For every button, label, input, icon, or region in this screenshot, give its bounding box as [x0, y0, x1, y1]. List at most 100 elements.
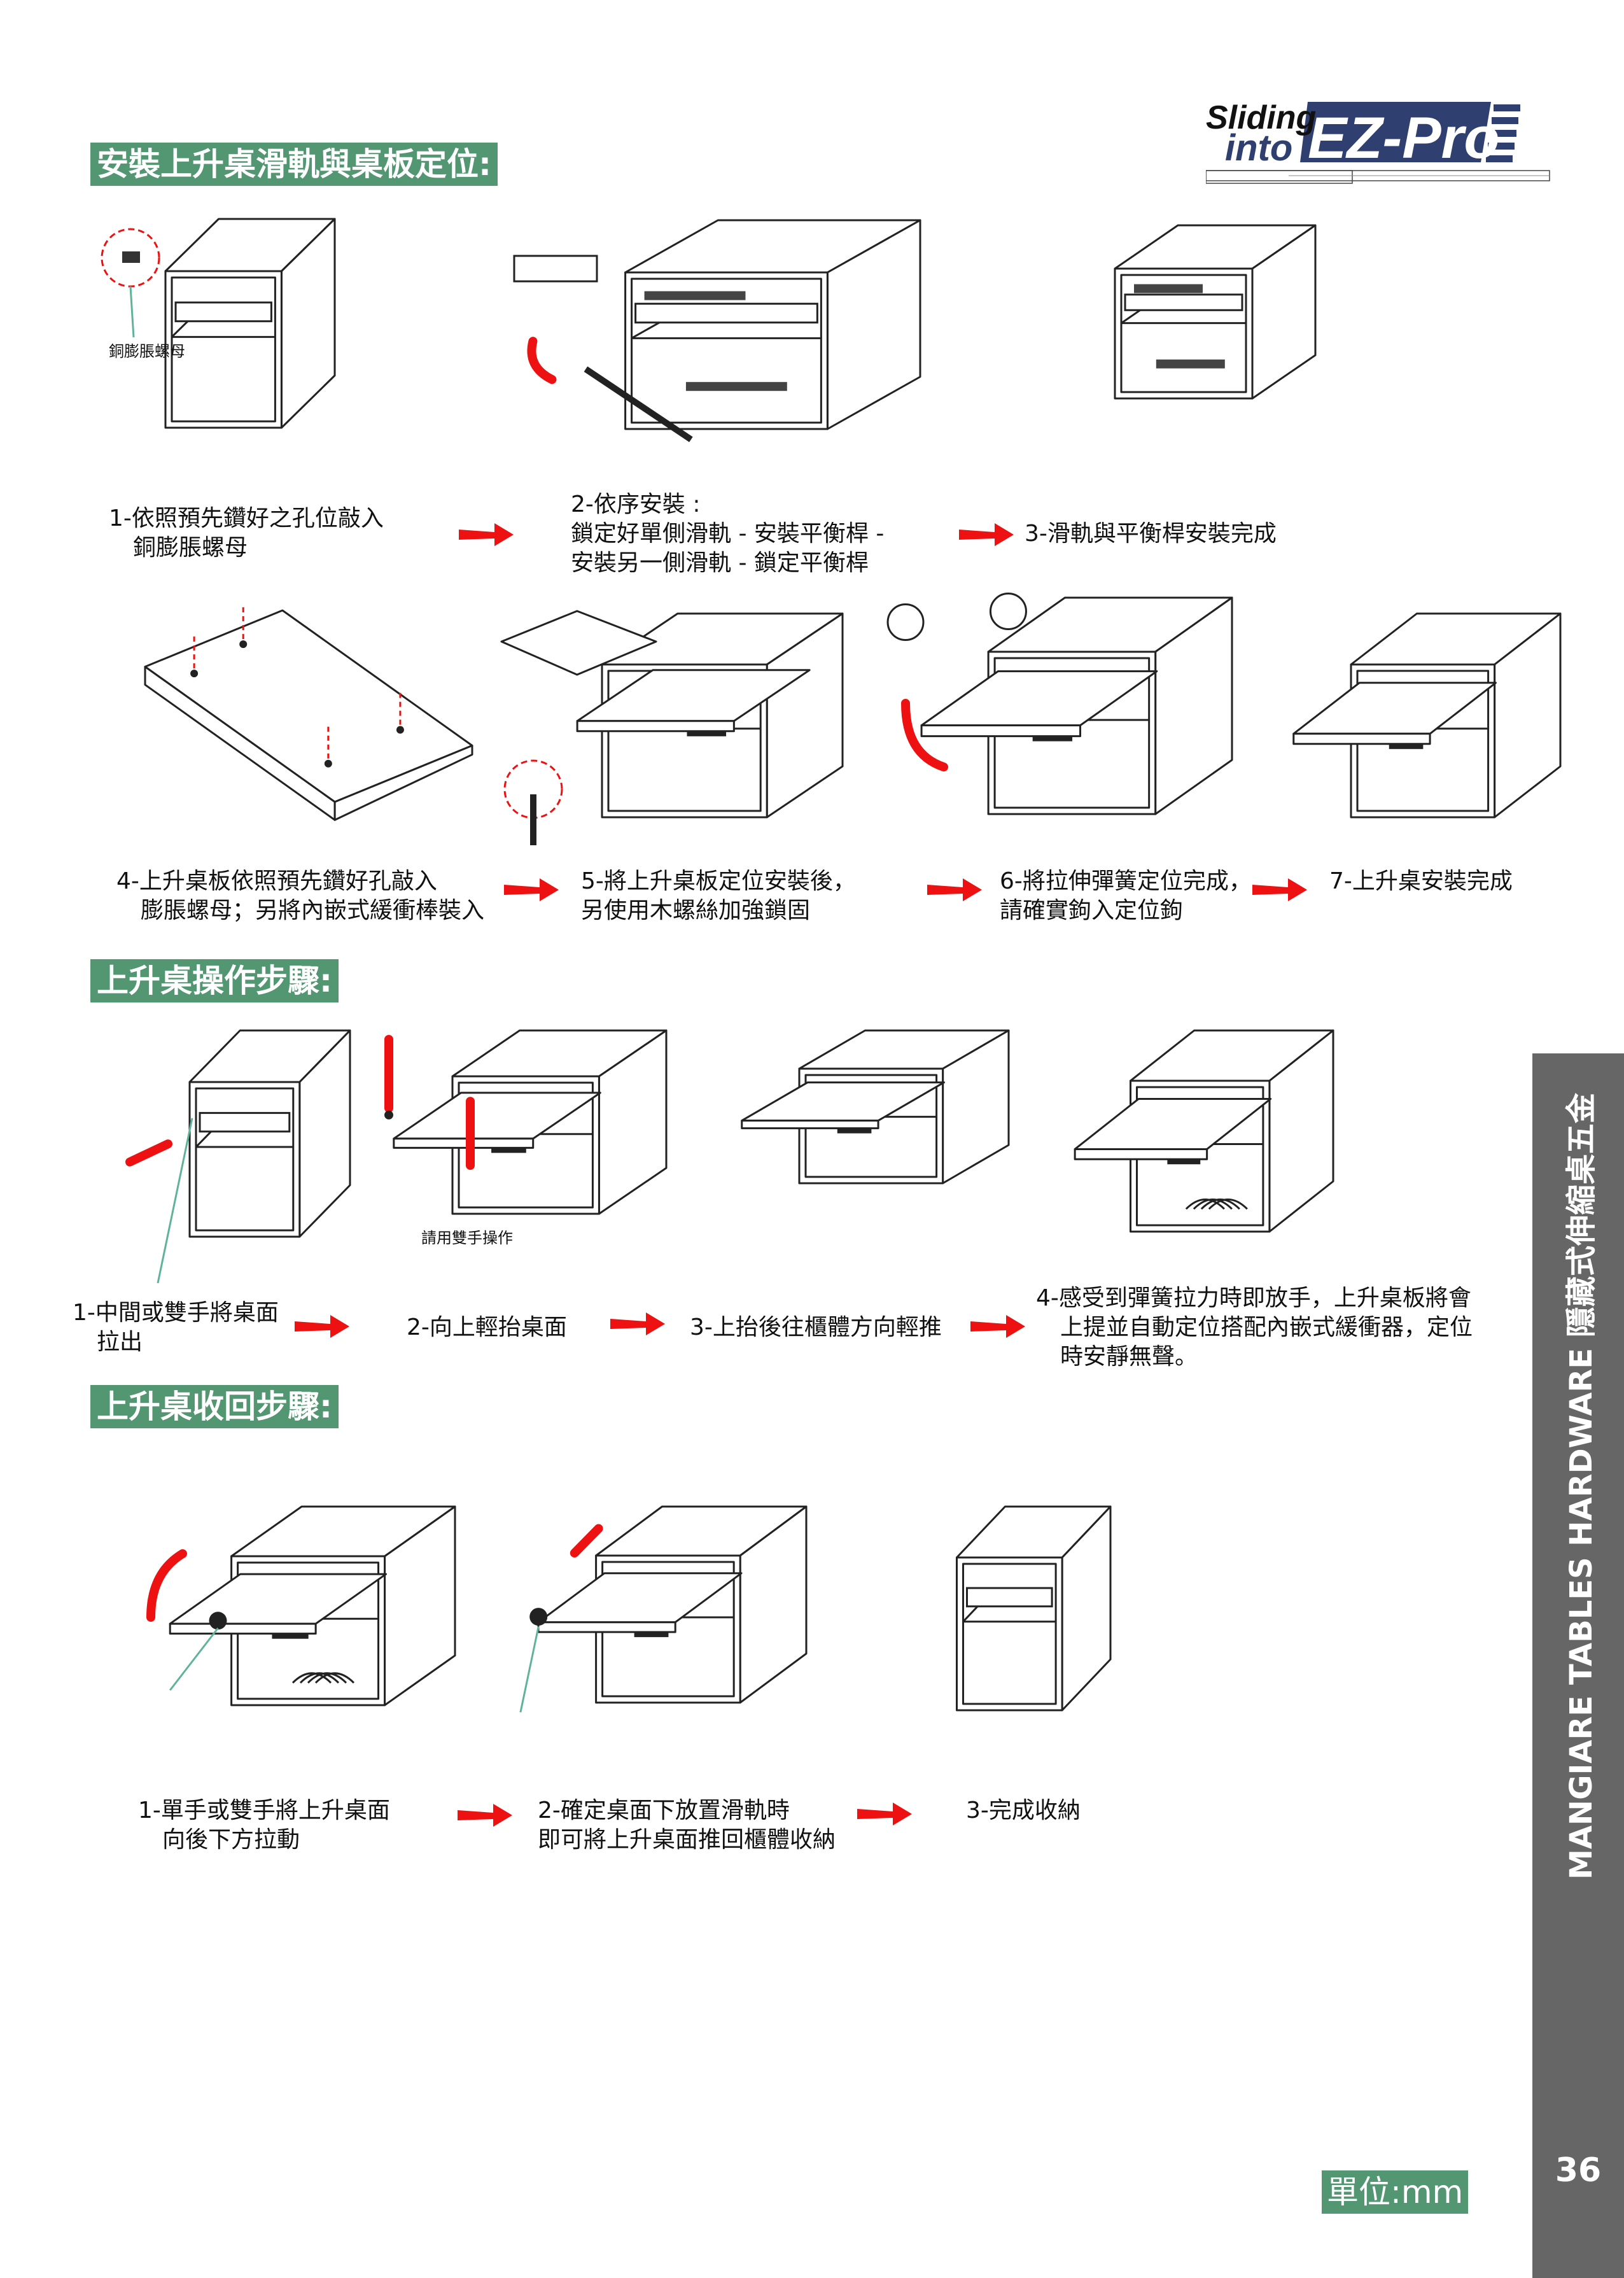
slide-rail: [1032, 736, 1073, 742]
slide-rail: [491, 1148, 526, 1153]
cabinet-opening: [171, 276, 276, 423]
push-down-arrow-icon: [146, 1549, 187, 1622]
install-step-4-drawing: [144, 606, 473, 836]
slide-rail-icon: [1134, 284, 1203, 293]
stored-table-edge: [1124, 293, 1243, 311]
spring-coil-icon: [314, 1672, 355, 1684]
install-step-7-text: 7-上升桌安裝完成: [1329, 868, 1513, 894]
table-front-edge: [1074, 1148, 1208, 1160]
svg-text:Sliding: Sliding: [1206, 102, 1316, 136]
install-step-2-drawing: [501, 218, 923, 479]
stored-table-edge: [634, 302, 818, 324]
section-heading-install: 安裝上升桌滑軌與桌板定位:: [90, 143, 498, 186]
spring-coil-icon: [299, 1672, 340, 1684]
cabinet-opening: [962, 1563, 1057, 1705]
table-board-side: [333, 744, 473, 821]
slide-rail: [272, 1633, 309, 1639]
nut-hole-icon: [239, 640, 248, 649]
table-front-edge: [576, 720, 735, 733]
pull-arrow-icon: [125, 1139, 172, 1167]
operate-step-4-drawing: [1046, 1028, 1336, 1279]
step-arrow-icon: [959, 523, 1014, 546]
grip-point-icon: [529, 1608, 548, 1626]
spring-coil-icon: [1200, 1199, 1240, 1210]
grip-point-icon: [209, 1612, 227, 1630]
stored-table-edge: [174, 301, 272, 323]
table-front-edge: [741, 1120, 879, 1130]
spring-coil-icon: [1193, 1199, 1233, 1210]
svg-text:into: into: [1225, 127, 1292, 169]
retract-step-1-text: 1-單手或雙手將上升桌面向後下方拉動: [138, 1797, 390, 1853]
install-step-4-text: 4-上升桌板依照預先鑽好孔敲入膨脹螺母；另將內嵌式緩衝棒裝入: [116, 868, 485, 924]
slide-rail: [687, 731, 727, 736]
step-arrow-icon: [458, 1804, 512, 1827]
brand-logo: Sliding into EZ-Pro: [1205, 99, 1569, 189]
table-front-edge: [393, 1137, 535, 1149]
slide-rail-icon: [685, 382, 787, 391]
push-back-arrow-icon: [570, 1524, 603, 1557]
grip-point-icon: [384, 1110, 393, 1120]
operate-step-2-text: 2-向上輕抬桌面: [407, 1314, 567, 1340]
table-front-edge: [1292, 733, 1431, 745]
spring-coil-icon: [291, 1672, 332, 1684]
install-step-6-text: 6-將拉伸彈簧定位完成，請確實鉤入定位鉤: [1000, 868, 1252, 924]
step-arrow-icon: [1252, 878, 1307, 901]
spring-coil-icon: [1208, 1199, 1248, 1210]
ez-pro-logo-graphic: Sliding into EZ-Pro: [1205, 99, 1550, 184]
copper-nut-icon: [122, 251, 140, 263]
table-front-edge: [169, 1622, 317, 1635]
slide-rail: [1167, 1159, 1201, 1165]
svg-text:EZ-Pro: EZ-Pro: [1308, 106, 1500, 171]
spring-coil-icon: [307, 1672, 347, 1684]
sidebar-band: MANGIARE TABLES HARDWARE 隱藏式伸縮桌五金: [1532, 1053, 1624, 2278]
callout-label-copper-nut: 銅膨脹螺母: [109, 342, 185, 360]
retract-step-3-drawing: [893, 1504, 1113, 1759]
nut-hole-icon: [396, 726, 404, 734]
slide-rail: [837, 1128, 872, 1134]
unit-label: 單位:mm: [1322, 2170, 1469, 2214]
slide-rail-icon: [1156, 359, 1225, 369]
install-step-6-drawing: [886, 593, 1235, 866]
operate-step-1-text: 1-中間或雙手將桌面拉出: [73, 1300, 279, 1355]
leader-line: [519, 1626, 540, 1713]
spring-coil-icon: [1185, 1199, 1225, 1210]
install-step-1-drawing: [95, 216, 337, 477]
install-step-5-drawing: [500, 610, 845, 866]
install-step-3-text: 3-滑軌與平衡桿安裝完成: [1025, 521, 1277, 547]
stored-table-edge: [966, 1587, 1053, 1608]
slide-rail-icon: [644, 291, 746, 300]
slide-rail: [634, 1632, 669, 1638]
step-arrow-icon: [857, 1803, 912, 1825]
step-arrow-icon: [970, 1315, 1025, 1338]
operate-step-2-drawing: [363, 1028, 669, 1257]
cabinet-opening: [195, 1087, 295, 1232]
rotate-arrow-icon: [527, 337, 557, 384]
install-step-5-text: 5-將上升桌板定位安裝後，另使用木螺絲加強鎖固: [581, 868, 856, 924]
table-front-edge: [537, 1621, 676, 1633]
table-front-edge: [920, 724, 1082, 738]
table-board-lifted: [500, 610, 657, 676]
leader-line: [169, 1628, 219, 1691]
nut-hole-icon: [324, 759, 332, 768]
callout-label-both-hands: 請用雙手操作: [421, 1229, 513, 1247]
install-step-2-text: 2-依序安裝 :鎖定好單側滑軌 - 安裝平衡桿 -安裝另一側滑軌 - 鎖定平衡桿: [571, 491, 885, 576]
operate-step-4-text: 4-感受到彈簧拉力時即放手，上升桌板將會上提並自動定位搭配內嵌式緩衝器，定位時安…: [1036, 1285, 1473, 1370]
install-step-1-text: 1-依照預先鑽好之孔位敲入銅膨脹螺母: [109, 505, 384, 561]
balance-bar: [584, 366, 693, 442]
operate-step-1-drawing: [123, 1028, 353, 1286]
step-arrow-icon: [295, 1315, 349, 1338]
step-arrow-icon: [927, 878, 982, 901]
section-heading-retract: 上升桌收回步驟:: [90, 1385, 339, 1428]
curl-arrow-icon: [901, 699, 948, 771]
leader-line: [157, 1118, 193, 1284]
page-number: 36: [1555, 2151, 1602, 2190]
step-arrow-icon: [459, 523, 514, 546]
retract-step-2-drawing: [508, 1504, 809, 1749]
sidebar-category-title: MANGIARE TABLES HARDWARE 隱藏式伸縮桌五金: [1564, 1093, 1599, 1880]
operate-step-3-drawing: [712, 1028, 1011, 1219]
rail-detail-icon: [513, 255, 598, 283]
hook-detail-circle: [989, 593, 1027, 630]
slide-rail: [1389, 743, 1424, 749]
operate-step-3-text: 3-上抬後往櫃體方向輕推: [690, 1314, 942, 1340]
leader-line: [129, 286, 135, 338]
